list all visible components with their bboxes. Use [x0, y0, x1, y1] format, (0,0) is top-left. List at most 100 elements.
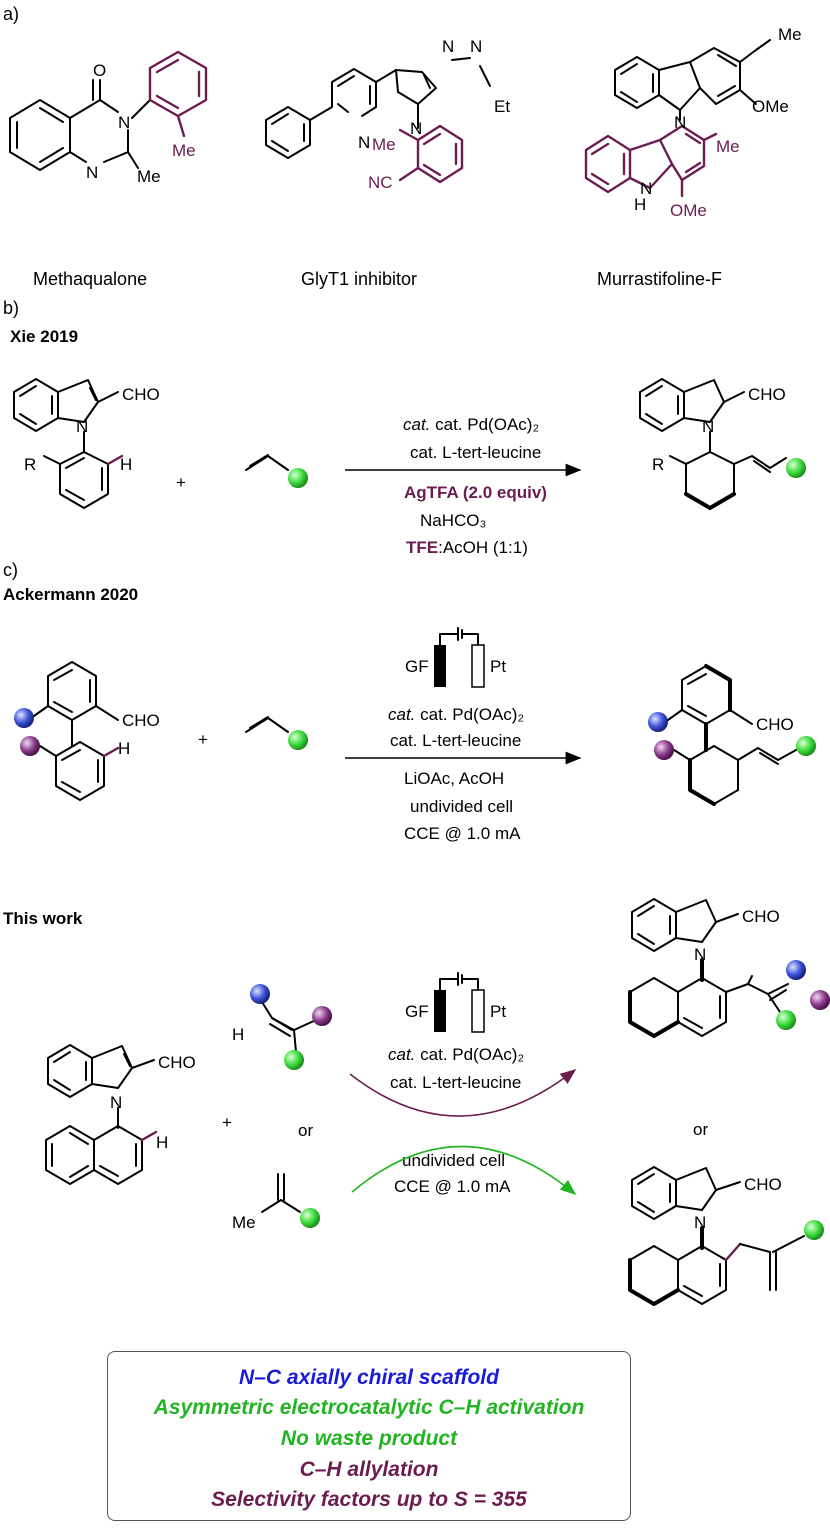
atom-h: H	[232, 1025, 244, 1044]
atom-n: N	[118, 113, 130, 132]
atom-et: Et	[494, 97, 510, 116]
atom-r: R	[652, 455, 664, 474]
gf-electrode-label: GF	[405, 657, 429, 676]
murrastifoline-name: Murrastifoline-F	[597, 269, 722, 289]
xie-condition-ligand: cat. L-tert-leucine	[410, 443, 541, 462]
atom-o: O	[93, 61, 106, 80]
atom-n: N	[358, 133, 370, 152]
atom-me: Me	[716, 137, 740, 156]
atom-cho: CHO	[158, 1053, 196, 1072]
xie-condition-oxidant: AgTFA (2.0 equiv)	[404, 483, 547, 502]
atom-ome: OMe	[670, 201, 707, 220]
atom-n: N	[702, 417, 714, 436]
ackermann-condition-ligand: cat. L-tert-leucine	[390, 731, 521, 750]
atom-me: Me	[778, 25, 802, 44]
green-pathway-arrow	[351, 1145, 577, 1196]
summary-no-waste: No waste product	[280, 1427, 458, 1450]
section-b-label: b)	[3, 298, 19, 318]
blue-substituent-ball	[14, 708, 34, 728]
electrode-diagram-this-work: GF Pt	[405, 972, 506, 1033]
xie-product: N CHO R	[639, 378, 806, 510]
svg-text:TFE:AcOH (1:1): TFE:AcOH (1:1)	[406, 538, 528, 557]
atom-cho: CHO	[756, 715, 794, 734]
methallyl-alkene: Me	[232, 1173, 320, 1232]
svg-text:cat. cat. Pd(OAc)₂: cat. cat. Pd(OAc)₂	[388, 1045, 524, 1064]
this-work-product-allylation: N CHO	[628, 1166, 824, 1306]
or-label: or	[298, 1121, 313, 1140]
atom-n: N	[76, 417, 88, 436]
atom-r: R	[24, 455, 36, 474]
atom-cho: CHO	[122, 711, 160, 730]
atom-ome: OMe	[752, 97, 789, 116]
plus-sign: +	[176, 473, 186, 492]
atom-cho: CHO	[744, 1175, 782, 1194]
summary-allylation: C–H allylation	[299, 1458, 439, 1481]
summary-selectivity: Selectivity factors up to S = 355	[211, 1488, 527, 1511]
this-work-substrate: N CHO H	[45, 1044, 196, 1185]
xie-header: Xie 2019	[10, 327, 78, 346]
ackermann-header: Ackermann 2020	[3, 585, 138, 604]
summary-nc-axial: N–C axially chiral scaffold	[239, 1366, 499, 1389]
atom-cho: CHO	[742, 907, 780, 926]
electrode-diagram-ackermann: GF Pt	[405, 627, 506, 688]
this-work-conditions: cat. cat. Pd(OAc)₂ cat. L-tert-leucine u…	[388, 1045, 524, 1196]
atom-nc: NC	[368, 173, 393, 192]
xie-substrate: N CHO R H	[13, 378, 160, 509]
atom-h: H	[156, 1133, 168, 1152]
section-a-label: a)	[3, 4, 19, 24]
methaqualone-name: Methaqualone	[33, 269, 147, 289]
summary-box: N–C axially chiral scaffold Asymmetric e…	[107, 1351, 631, 1521]
this-work-condition-current: CCE @ 1.0 mA	[394, 1177, 511, 1196]
ackermann-product: CHO	[648, 664, 816, 806]
atom-n: N	[86, 163, 98, 182]
atom-me: Me	[232, 1213, 256, 1232]
atom-cho: CHO	[748, 385, 786, 404]
atom-n: N	[694, 1213, 706, 1232]
atom-n: N	[640, 179, 652, 198]
svg-text:cat. cat. Pd(OAc)₂: cat. cat. Pd(OAc)₂	[403, 415, 539, 434]
glyt1-structure: N N N N Et Me NC	[265, 37, 510, 192]
plus-sign: +	[198, 730, 208, 749]
atom-n: N	[442, 37, 454, 56]
xie-condition-base: NaHCO₃	[420, 511, 486, 530]
atom-h: H	[120, 455, 132, 474]
atom-h: H	[634, 195, 646, 214]
gf-electrode-label: GF	[405, 1002, 429, 1021]
summary-electrocatalytic: Asymmetric electrocatalytic C–H activati…	[153, 1396, 585, 1419]
atom-n: N	[674, 113, 686, 132]
pt-electrode-label: Pt	[490, 1002, 506, 1021]
ackermann-condition-additive: LiOAc, AcOH	[404, 769, 504, 788]
atom-h: H	[118, 739, 130, 758]
atom-cho: CHO	[122, 385, 160, 404]
this-work-product-alkenylation: N CHO	[628, 898, 830, 1038]
xie-alkene	[245, 454, 308, 488]
trisubstituted-alkene: H	[232, 984, 332, 1070]
svg-text:cat. cat. Pd(OAc)₂: cat. cat. Pd(OAc)₂	[388, 705, 524, 724]
this-work-condition-ligand: cat. L-tert-leucine	[390, 1073, 521, 1092]
ackermann-alkene	[245, 716, 308, 750]
this-work-condition-cell: undivided cell	[402, 1151, 505, 1170]
purple-substituent-ball	[20, 736, 40, 756]
ackermann-condition-cell: undivided cell	[410, 797, 513, 816]
section-c-label: c)	[3, 560, 18, 580]
atom-me: Me	[172, 141, 196, 160]
ackermann-condition-current: CCE @ 1.0 mA	[404, 824, 521, 843]
methaqualone-structure: O N N Me Me	[9, 50, 208, 186]
pt-electrode-label: Pt	[490, 657, 506, 676]
atom-me: Me	[137, 167, 161, 186]
atom-n: N	[110, 1093, 122, 1112]
green-substituent-ball	[288, 468, 308, 488]
xie-conditions: cat. cat. Pd(OAc)₂ cat. L-tert-leucine A…	[403, 415, 547, 557]
murrastifoline-structure: N Me OMe Me H N OMe	[584, 25, 802, 220]
ackermann-conditions: cat. cat. Pd(OAc)₂ cat. L-tert-leucine L…	[388, 705, 524, 843]
glyt1-name: GlyT1 inhibitor	[301, 269, 417, 289]
purple-pathway-arrow	[349, 1069, 577, 1117]
atom-n: N	[470, 37, 482, 56]
plus-sign: +	[222, 1113, 232, 1132]
atom-me: Me	[372, 135, 396, 154]
atom-n: N	[694, 945, 706, 964]
atom-n: N	[410, 119, 422, 138]
ackermann-substrate: CHO H	[14, 661, 160, 801]
this-work-header: This work	[3, 909, 83, 928]
